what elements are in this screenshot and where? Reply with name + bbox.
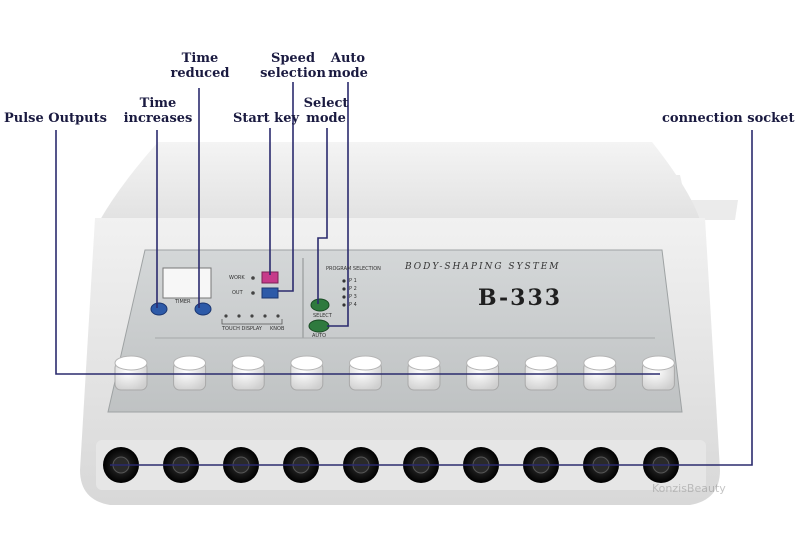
callout-speed-selection-line2: selection [260, 66, 326, 81]
intensity-knob[interactable] [231, 355, 265, 391]
intensity-knob[interactable] [348, 355, 382, 391]
time-reduce-button [194, 302, 212, 316]
callout-select-mode-line1: Select [303, 96, 349, 111]
callout-speed-selection: Speed selection [258, 51, 328, 81]
panel-p1: P 1 [349, 278, 357, 284]
panel-sub-left: TOUCH DISPLAY [222, 326, 262, 332]
panel-p3: P 3 [349, 294, 357, 300]
callout-auto-mode: Auto mode [320, 51, 376, 81]
callout-pulse-outputs-text: Pulse Outputs [4, 111, 107, 126]
callout-start-key: Start key [231, 111, 301, 126]
intensity-knob[interactable] [407, 355, 441, 391]
timer-display [162, 267, 212, 299]
callout-time-increases: Time increases [123, 96, 193, 126]
panel-brand-text: BODY-SHAPING SYSTEM [405, 262, 561, 272]
intensity-knob[interactable] [114, 355, 148, 391]
auto-button [308, 319, 330, 333]
housing-top [100, 142, 700, 220]
time-increase-button [150, 302, 168, 316]
intensity-knob[interactable] [173, 355, 207, 391]
panel-timer-label: TIMER [175, 299, 191, 305]
callout-lines [55, 82, 753, 466]
callout-time-increases-line1: Time [139, 96, 177, 111]
intensity-knob[interactable] [583, 355, 617, 391]
callout-time-increases-line2: increases [123, 111, 193, 126]
panel-select-label: SELECT [313, 313, 332, 319]
panel-output-label: OUT [232, 290, 243, 296]
callout-pulse-outputs: Pulse Outputs [4, 111, 107, 126]
panel-p2: P 2 [349, 286, 357, 292]
watermark: KonzisBeauty [652, 482, 726, 495]
panel-model-number: B-333 [478, 285, 563, 311]
panel-work-label: WORK [229, 275, 245, 281]
callout-speed-selection-line1: Speed [270, 51, 316, 66]
callout-time-reduced-line1: Time [181, 51, 219, 66]
intensity-knobs [114, 355, 675, 391]
callout-time-reduced-line2: reduced [170, 66, 230, 81]
intensity-knob[interactable] [524, 355, 558, 391]
callout-connection-socket-text: connection socket [662, 111, 795, 126]
panel-program-selection: PROGRAM SELECTION [326, 266, 381, 272]
intensity-knob[interactable] [290, 355, 324, 391]
callout-start-key-text: Start key [232, 111, 300, 126]
panel-sub-right: KNOB [270, 326, 285, 332]
callout-time-reduced: Time reduced [170, 51, 230, 81]
callout-connection-socket: connection socket [662, 111, 794, 126]
panel-auto-label: AUTO [312, 333, 327, 339]
program-leds [342, 279, 346, 307]
intensity-knob[interactable] [641, 355, 675, 391]
indicator-dots [224, 314, 280, 318]
callout-select-mode: Select mode [296, 96, 356, 126]
callout-select-mode-line2: mode [306, 111, 346, 126]
intensity-knob[interactable] [466, 355, 500, 391]
callout-auto-mode-line2: mode [328, 66, 368, 81]
select-button [310, 298, 330, 312]
speed-button [261, 287, 279, 299]
callout-auto-mode-line1: Auto [330, 51, 366, 66]
panel-p4: P 4 [349, 302, 357, 308]
